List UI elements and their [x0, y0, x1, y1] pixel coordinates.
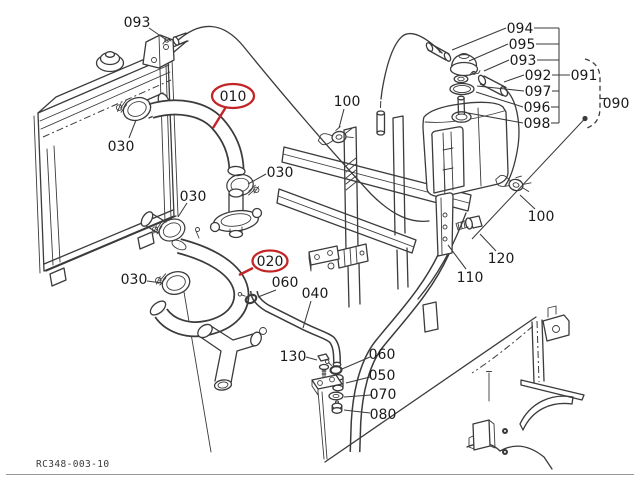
callout-label-070[interactable]: 070 [370, 387, 397, 403]
mount-plate [311, 374, 343, 396]
wire-clamp-100-left [315, 124, 355, 147]
callout-092[interactable]: 092 [503, 68, 570, 84]
callout-070[interactable]: 070 [343, 387, 397, 403]
callout-label-030-lower-stub[interactable]: 030 [180, 189, 207, 205]
callout-060-left[interactable]: 060 [257, 275, 299, 298]
callout-label-130[interactable]: 130 [280, 349, 307, 365]
tank-mount-lower [422, 301, 439, 333]
bolt-120 [455, 215, 483, 231]
callout-label-030-thermostat[interactable]: 030 [267, 165, 294, 181]
callout-label-092[interactable]: 092 [525, 68, 552, 84]
callout-030-lower-stub[interactable]: 030 [177, 189, 207, 218]
overflow-tube-end [376, 110, 386, 136]
selection-oval-020 [251, 249, 289, 273]
callout-label-098[interactable]: 098 [524, 116, 551, 132]
overflow-tube-curve [380, 32, 443, 100]
callout-130[interactable]: 130 [280, 349, 318, 365]
upper-hose-010 [148, 99, 246, 177]
callout-label-100-left[interactable]: 100 [334, 94, 361, 110]
frame-post-front [336, 126, 369, 308]
radiator-cap [95, 51, 125, 73]
callout-095[interactable]: 095 [468, 37, 559, 62]
callout-030-upper[interactable]: 030 [108, 119, 137, 155]
callout-096[interactable]: 096 [475, 91, 559, 116]
callout-010[interactable]: 010 [210, 82, 256, 129]
ring-097 [453, 74, 469, 84]
tank-strap-110 [435, 192, 454, 257]
tube-094 [425, 42, 452, 62]
selection-oval-010 [210, 82, 256, 110]
callout-label-100-right[interactable]: 100 [528, 209, 555, 225]
radiator-foot-right [137, 231, 155, 250]
water-pipe-joint [197, 323, 267, 391]
callout-label-096[interactable]: 096 [524, 100, 551, 116]
callout-label-040[interactable]: 040 [302, 286, 329, 302]
callout-020[interactable]: 020 [238, 249, 289, 277]
callout-label-091[interactable]: 091 [571, 68, 598, 84]
callout-080[interactable]: 080 [343, 407, 397, 423]
callout-093-top[interactable]: 093 [124, 15, 169, 42]
callout-label-097[interactable]: 097 [525, 84, 552, 100]
filler-bracket [142, 34, 175, 69]
callout-label-030-pump[interactable]: 030 [121, 272, 148, 288]
group-090-bracket [471, 58, 606, 240]
callout-097[interactable]: 097 [476, 84, 559, 100]
washer-070 [328, 391, 344, 401]
callout-label-093-top[interactable]: 093 [124, 15, 151, 31]
clip-093 [469, 70, 481, 76]
drawing-code: RC348-003-10 [36, 459, 109, 470]
tank-cap-095 [449, 53, 479, 77]
callout-091[interactable]: 091 [571, 68, 598, 84]
hose-clamp-030-upper [114, 91, 155, 127]
overflow-hose [175, 25, 430, 223]
radiator [33, 34, 200, 287]
bolt-080 [331, 400, 343, 414]
frame-down-tube [349, 212, 467, 453]
frame-bracket [308, 245, 340, 272]
callout-120[interactable]: 120 [479, 233, 515, 267]
lower-hose-020 [149, 238, 250, 338]
callout-label-094[interactable]: 094 [507, 21, 534, 37]
hose-clamp-030-pump [153, 266, 194, 300]
callout-label-110[interactable]: 110 [457, 270, 484, 286]
callout-040[interactable]: 040 [302, 286, 329, 329]
callout-100-left[interactable]: 100 [334, 94, 361, 129]
callout-093-right[interactable]: 093 [483, 53, 559, 72]
pipe-098 [457, 95, 466, 115]
callout-label-010[interactable]: 010 [220, 89, 247, 105]
reserve-tank-assembly [376, 32, 520, 241]
chassis-frame [183, 115, 472, 460]
callout-label-020[interactable]: 020 [257, 254, 284, 270]
radiator-lower-stub [140, 211, 200, 239]
callout-label-060-left[interactable]: 060 [272, 275, 299, 291]
frame-post-rear [392, 115, 409, 290]
callout-030-pump[interactable]: 030 [121, 272, 163, 288]
gasket-096 [449, 82, 475, 96]
thermostat-flange [209, 188, 263, 239]
callout-094[interactable]: 094 [451, 21, 559, 51]
callout-098[interactable]: 098 [467, 112, 559, 132]
callout-label-090[interactable]: 090 [603, 96, 630, 112]
callout-label-050[interactable]: 050 [369, 368, 396, 384]
tank-filler-port [451, 111, 472, 123]
callout-110[interactable]: 110 [447, 244, 484, 286]
callout-050[interactable]: 050 [345, 368, 396, 384]
tank-handle-recess [431, 126, 465, 194]
callout-label-080[interactable]: 080 [370, 407, 397, 423]
callout-060-right[interactable]: 060 [341, 347, 396, 370]
radiator-foot-left [49, 267, 67, 287]
chassis-panel [324, 305, 585, 470]
callout-100-right[interactable]: 100 [519, 194, 555, 225]
callout-label-060-right[interactable]: 060 [369, 347, 396, 363]
callout-label-095[interactable]: 095 [509, 37, 536, 53]
bolt-130 [317, 353, 330, 378]
callout-label-030-upper[interactable]: 030 [108, 139, 135, 155]
callout-label-120[interactable]: 120 [488, 251, 515, 267]
callout-030-thermostat[interactable]: 030 [247, 165, 294, 185]
callout-090[interactable]: 090 [603, 96, 630, 112]
callout-label-093-right[interactable]: 093 [510, 53, 537, 69]
overflow-hose-fitting [162, 32, 189, 46]
